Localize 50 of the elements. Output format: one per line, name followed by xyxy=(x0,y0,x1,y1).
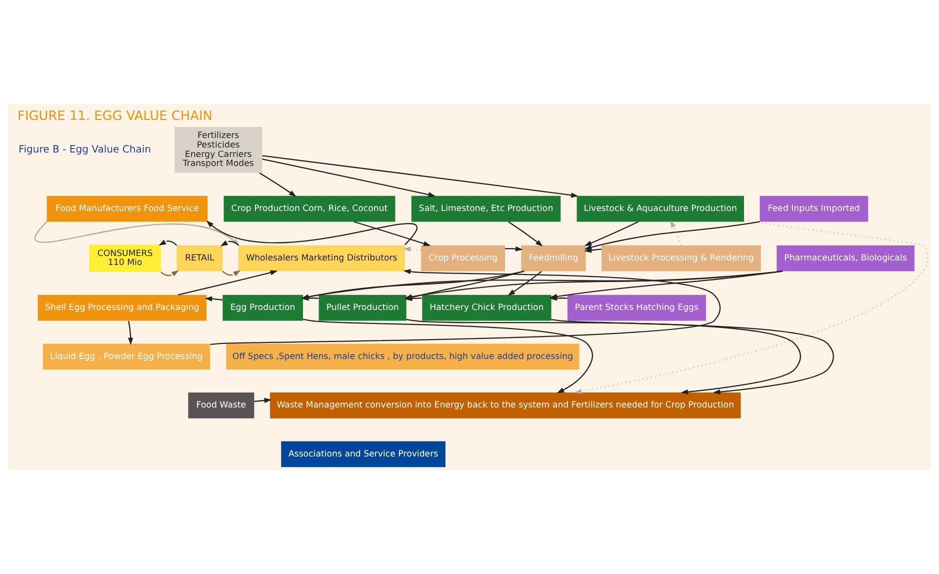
arrow xyxy=(259,172,296,197)
arrow xyxy=(406,318,801,394)
node-box: Liquid Egg , Powder Egg Processing xyxy=(42,344,210,370)
arrow xyxy=(550,296,568,301)
node-box: Egg Production xyxy=(222,294,304,321)
node-box: Shell Egg Processing and Packaging xyxy=(38,294,206,321)
node-box: Parent Stocks Hatching Eggs xyxy=(567,294,706,321)
arrow xyxy=(508,221,543,246)
node-box: Livestock Processing & Rendering xyxy=(602,245,761,272)
node-box: Food Manufacturers Food Service xyxy=(46,196,208,222)
label: Figure B - Egg Value Chain xyxy=(18,144,152,156)
node-box: Wholesalers Marketing Distributors xyxy=(238,245,405,272)
arrow xyxy=(222,270,241,276)
node-box: Crop Processing xyxy=(421,245,506,272)
node-box: Salt, Limestone, Etc Production xyxy=(411,196,561,222)
arrow xyxy=(354,221,431,246)
arrow xyxy=(254,398,272,403)
arrow xyxy=(262,155,578,198)
node-box: Livestock & Aquaculture Production xyxy=(576,196,744,222)
arrow xyxy=(303,318,594,394)
arrow xyxy=(670,220,682,246)
arrow xyxy=(178,270,278,296)
arrow xyxy=(158,240,178,246)
node-box: Pullet Production xyxy=(318,294,406,321)
node-box: CONSUMERS 110 Mio xyxy=(89,244,161,272)
arrow xyxy=(574,220,929,394)
node-box: Off Specs ,Spent Hens, male chicks , by products, high value added processing xyxy=(226,344,580,370)
arrow xyxy=(551,319,834,394)
arrow xyxy=(505,246,523,252)
arrow xyxy=(204,296,223,302)
arrow xyxy=(508,270,542,296)
node-box: Feed Inputs Imported xyxy=(760,196,868,222)
arrow xyxy=(403,246,421,252)
node-box: Crop Production Corn, Rice, Coconut xyxy=(224,196,396,222)
arrow xyxy=(301,296,319,301)
arrow xyxy=(128,320,134,346)
node-box: Fertilizers Pesticides Energy Carriers Transport Modes xyxy=(174,126,262,173)
arrow xyxy=(262,158,436,198)
node-box: Associations and Service Providers xyxy=(281,441,446,468)
node-box: Hatchery Chick Production xyxy=(422,294,552,321)
diagram-title: FIGURE 11. EGG VALUE CHAIN xyxy=(18,109,212,124)
arrow xyxy=(160,270,179,276)
node-box: Waste Management conversion into Energy back to the system and Fertilizers needed for Crop Production xyxy=(270,392,741,418)
node-box: Feedmilling xyxy=(521,245,586,272)
node-box: Food Waste xyxy=(188,392,254,418)
node-box: RETAIL xyxy=(176,245,223,272)
arrow xyxy=(584,221,639,246)
arrow xyxy=(210,269,720,346)
arrow xyxy=(584,248,602,253)
node-box: Pharmaceuticals, Biologicals xyxy=(776,245,914,272)
